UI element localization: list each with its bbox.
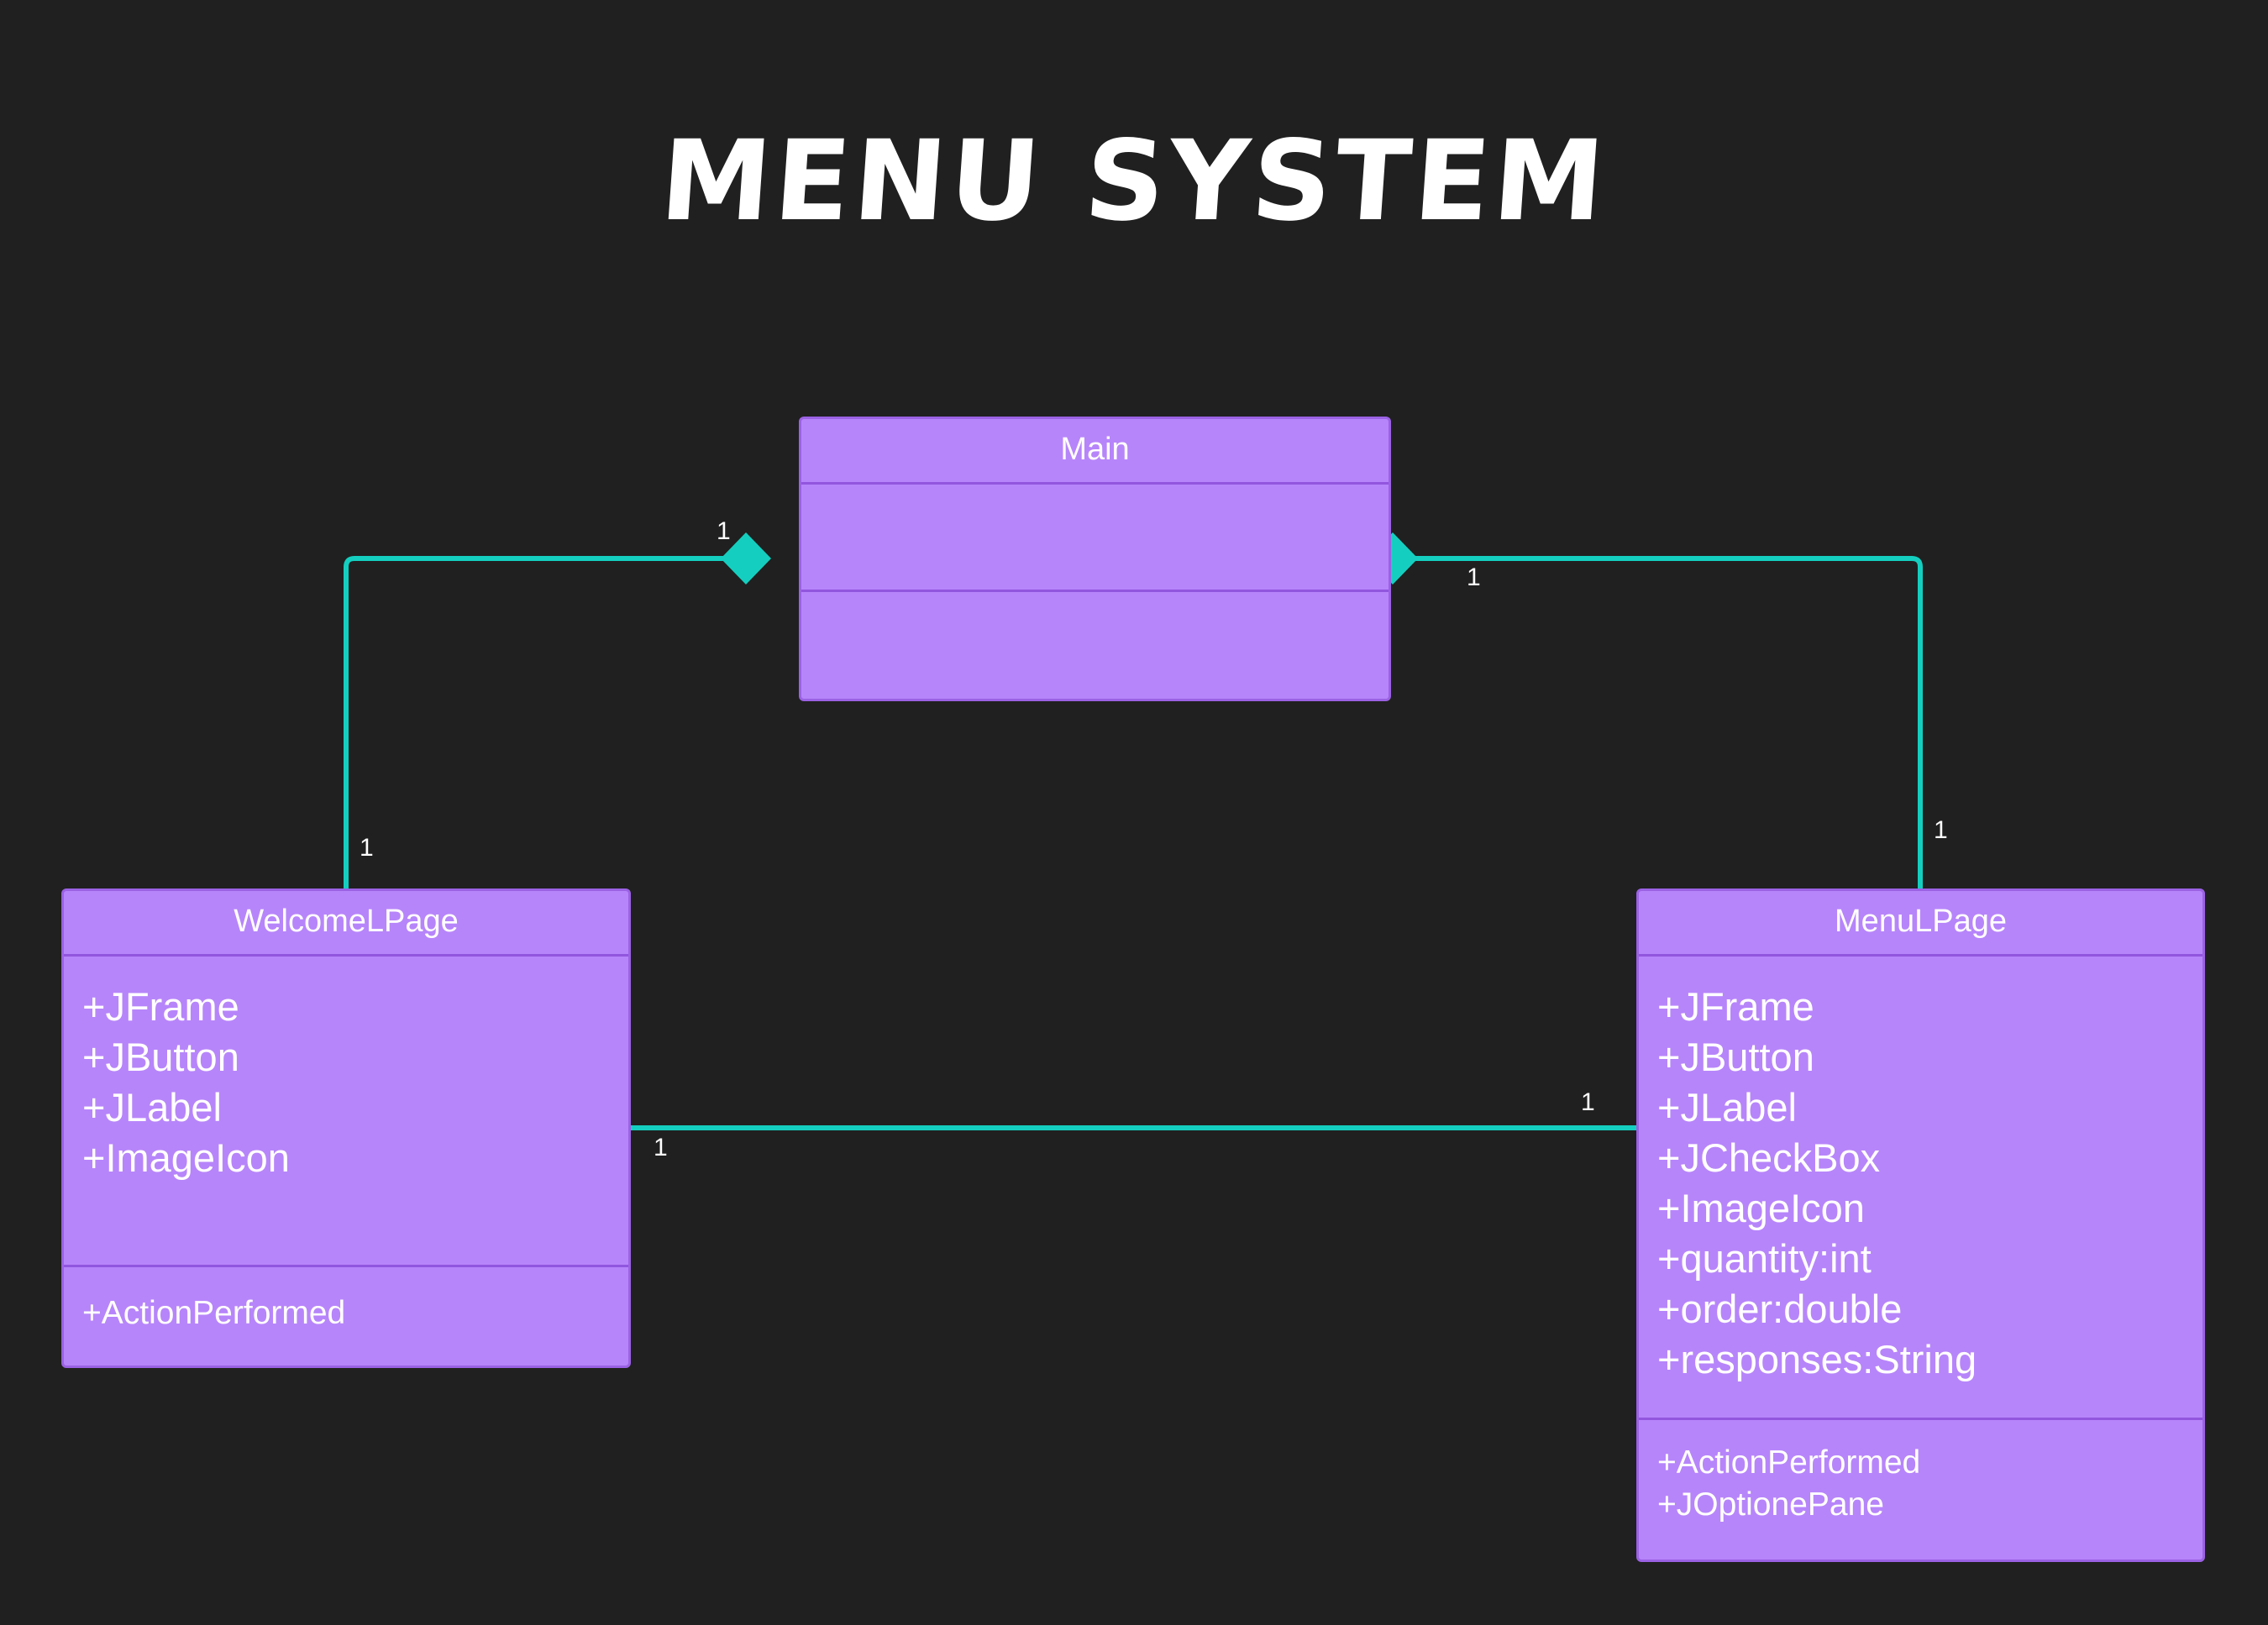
class-welcome-page[interactable]: WelcomeLPage +JFrame +JButton +JLabel +I… <box>61 889 631 1368</box>
multiplicity-welcome-menu-welcome-end: 1 <box>654 1134 668 1161</box>
attribute-item: +JButton <box>82 1035 239 1079</box>
multiplicity-main-welcome-welcome-end: 1 <box>360 834 374 862</box>
multiplicity-main-welcome-main-end: 1 <box>717 517 731 545</box>
attributes-compartment: +JFrame +JButton +JLabel +ImageIcon <box>64 957 628 1267</box>
methods-compartment: +ActionPerformed <box>64 1267 628 1334</box>
class-name: MenuLPage <box>1639 891 2202 957</box>
connector-main-welcome <box>344 556 748 889</box>
multiplicity-welcome-menu-menu-end: 1 <box>1581 1088 1595 1116</box>
attribute-item: +ImageIcon <box>82 1135 290 1180</box>
method-item: +ActionPerformed <box>82 1295 346 1331</box>
attribute-item: +responses:String <box>1657 1337 1977 1381</box>
composition-diamond-main-welcome <box>721 532 771 584</box>
attributes-compartment <box>801 485 1389 592</box>
method-item: +JOptionePane <box>1657 1486 1884 1523</box>
methods-compartment <box>801 592 1389 617</box>
attribute-item: +JFrame <box>82 984 239 1029</box>
attribute-item: +ImageIcon <box>1657 1186 1865 1230</box>
attribute-item: +JCheckBox <box>1657 1135 1881 1180</box>
attribute-item: +JLabel <box>1657 1085 1797 1130</box>
multiplicity-main-menu-menu-end: 1 <box>1934 816 1948 844</box>
connector-main-menu <box>1391 556 1923 889</box>
attribute-item: +order:double <box>1657 1287 1903 1331</box>
class-name: WelcomeLPage <box>64 891 628 957</box>
class-menu-page[interactable]: MenuLPage +JFrame +JButton +JLabel +JChe… <box>1636 889 2205 1562</box>
attribute-item: +JLabel <box>82 1085 222 1130</box>
methods-compartment: +ActionPerformed +JOptionePane <box>1639 1420 2202 1526</box>
class-name: Main <box>801 419 1389 485</box>
attributes-compartment: +JFrame +JButton +JLabel +JCheckBox +Ima… <box>1639 957 2202 1420</box>
attribute-item: +JFrame <box>1657 984 1814 1029</box>
attribute-item: +quantity:int <box>1657 1236 1872 1281</box>
method-item: +ActionPerformed <box>1657 1444 1921 1481</box>
class-main[interactable]: Main <box>799 417 1391 701</box>
multiplicity-main-menu-main-end: 1 <box>1467 564 1481 591</box>
attribute-item: +JButton <box>1657 1035 1814 1079</box>
